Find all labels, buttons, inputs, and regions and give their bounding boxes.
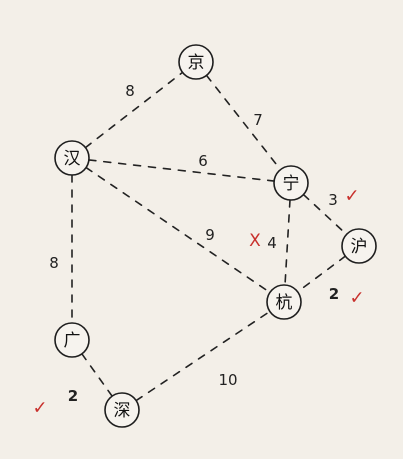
node-label-ning: 宁 [283,174,300,194]
node-label-jing: 京 [188,53,205,73]
node-jing: 京 [178,44,214,80]
node-circle-hu [341,228,377,264]
node-hang: 杭 [266,284,302,320]
edge-weight-shen-hang: 10 [218,371,237,389]
edge-weight-ning-hang: 4 [267,234,277,252]
edge-shen-hang [135,310,271,402]
edge-weight-ning-hu: 3 [328,191,338,209]
edge-weight-jing-ning: 7 [253,111,263,129]
node-circle-ning [273,165,309,201]
check-mark-ning-hu: ✓ [344,186,359,207]
weights-layer: 8 7 6 9 8 3 4 2 2 10 [49,82,339,405]
node-circle-han [54,140,90,176]
cross-mark-ning-hang: X [249,231,261,251]
node-circle-shen [104,392,140,428]
node-han: 汉 [54,140,90,176]
node-shen: 深 [104,392,140,428]
edge-hu-hang [296,255,347,293]
node-label-shen: 深 [114,401,131,421]
edge-han-hang [85,166,271,294]
node-ning: 宁 [273,165,309,201]
node-label-guang: 广 [64,331,81,351]
edge-han-jing [84,71,184,149]
node-guang: 广 [54,322,90,358]
edge-jing-ning [205,74,282,171]
node-circle-jing [178,44,214,80]
edge-weight-han-guang: 8 [49,254,59,272]
edge-weight-han-ning: 6 [198,152,208,170]
check-mark-guang-shen: ✓ [32,398,47,419]
check-mark-hu-hang: ✓ [349,288,364,309]
edge-weight-guang-shen: 2 [68,387,78,405]
node-label-han: 汉 [64,149,81,169]
marks-layer: ✓ ✓ ✓ X [32,186,364,419]
edge-han-ning [88,159,275,182]
edges-layer [71,71,348,402]
node-circle-guang [54,322,90,358]
edge-ning-hu [302,193,348,236]
edge-ning-hang [284,199,291,286]
node-label-hu: 沪 [351,237,368,257]
node-hu: 沪 [341,228,377,264]
edge-weight-han-jing: 8 [125,82,135,100]
edge-weight-han-hang: 9 [205,226,215,244]
edge-weight-hu-hang: 2 [329,285,339,303]
node-circle-hang [266,284,302,320]
node-label-hang: 杭 [276,293,293,313]
